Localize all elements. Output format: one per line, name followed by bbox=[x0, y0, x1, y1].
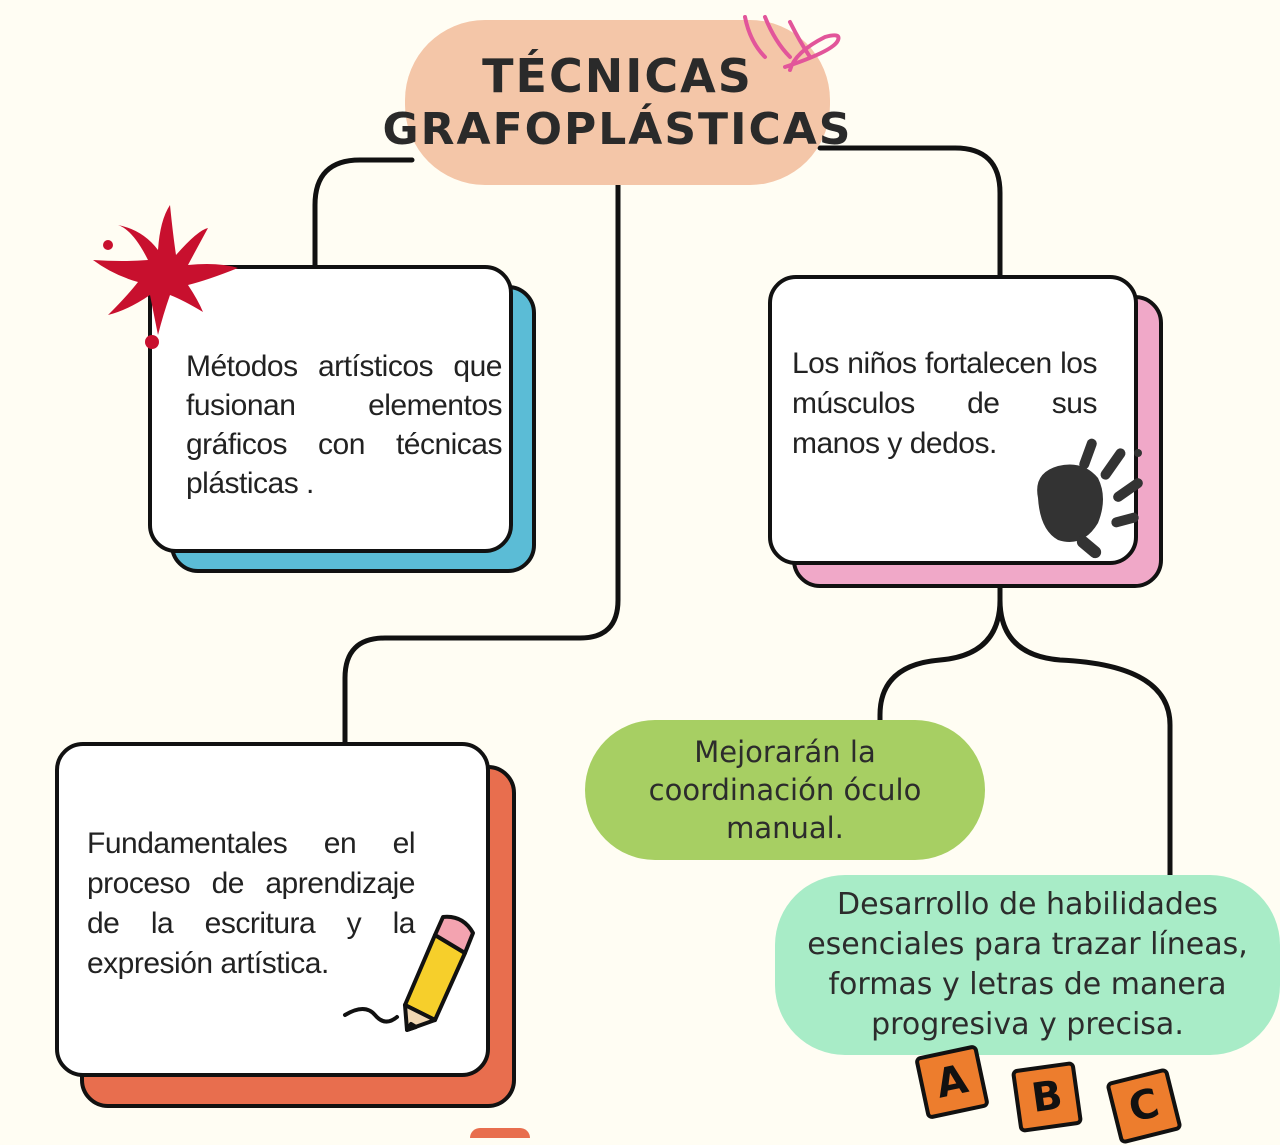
pill-coordination: Mejorarán la coordinación óculo manual. bbox=[585, 720, 985, 860]
pill-skills-text: Desarrollo de habilidades esenciales par… bbox=[807, 887, 1248, 1042]
doodle-lines-icon bbox=[743, 15, 841, 72]
title-line-1: TÉCNICAS bbox=[482, 48, 753, 103]
pill-coordination-text: Mejorarán la coordinación óculo manual. bbox=[648, 735, 922, 845]
title-pill: TÉCNICAS GRAFOPLÁSTICAS bbox=[383, 20, 850, 185]
handprint-icon bbox=[1037, 438, 1143, 559]
pill-skills: Desarrollo de habilidades esenciales par… bbox=[775, 875, 1280, 1055]
card-definition-text: Métodos artísticos que fusionan elemento… bbox=[186, 350, 503, 500]
partial-shape bbox=[470, 1128, 530, 1138]
card-learning-text: Fundamentales en el proceso de aprendiza… bbox=[87, 827, 416, 980]
paint-splat-icon bbox=[93, 205, 238, 349]
block-b: B bbox=[1010, 1060, 1084, 1134]
card-muscles: Los niños fortalecen los músculos de sus… bbox=[768, 275, 1138, 565]
card-muscles-text: Los niños fortalecen los músculos de sus… bbox=[792, 347, 1098, 460]
pencil-icon bbox=[343, 914, 475, 1032]
card-definition: Métodos artísticos que fusionan elemento… bbox=[148, 265, 513, 553]
title-line-2: GRAFOPLÁSTICAS bbox=[382, 103, 853, 155]
block-a: A bbox=[914, 1044, 990, 1120]
